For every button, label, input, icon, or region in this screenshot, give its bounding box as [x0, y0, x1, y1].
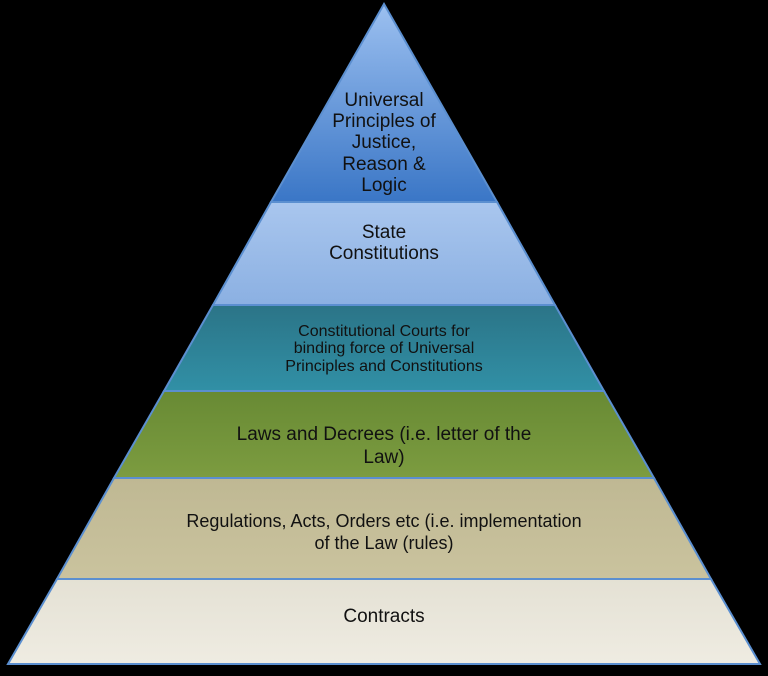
- layer-5-line-2: of the Law (rules): [314, 533, 454, 553]
- layer-2-label: State Constitutions: [234, 215, 534, 271]
- layer-1-line-1: Universal: [344, 89, 424, 111]
- layer-3-label: Constitutional Courts for binding force …: [184, 316, 584, 382]
- layer-1-line-5: Logic: [361, 174, 407, 196]
- layer-3-line-1: Constitutional Courts for: [298, 323, 470, 341]
- layer-3-line-3: Principles and Constitutions: [285, 357, 483, 375]
- layer-2-line-1: State: [361, 221, 407, 243]
- layer-2-line-2: Constitutions: [329, 243, 439, 264]
- layer-1-line-4: Reason &: [342, 153, 426, 175]
- layer-5-line-1: Regulations, Acts, Orders etc (i.e. impl…: [186, 511, 582, 532]
- layer-4-label: Laws and Decrees (i.e. letter of the Law…: [164, 418, 604, 476]
- layer-1-line-3: Justice,: [351, 132, 417, 154]
- layer-5-label: Regulations, Acts, Orders etc (i.e. impl…: [114, 505, 654, 561]
- layer-1-label: Universal Principles of Justice, Reason …: [284, 88, 484, 198]
- layer-3-line-2: binding force of Universal: [293, 340, 475, 358]
- layer-4-line-1: Laws and Decrees (i.e. letter of the: [236, 424, 532, 446]
- layer-6-label: Contracts: [234, 600, 534, 634]
- layer-4-line-2: Law): [363, 447, 405, 468]
- layer-1-line-2: Principles of: [332, 111, 436, 133]
- layer-6-shape: [6, 578, 762, 665]
- layer-6-line-1: Contracts: [343, 606, 425, 628]
